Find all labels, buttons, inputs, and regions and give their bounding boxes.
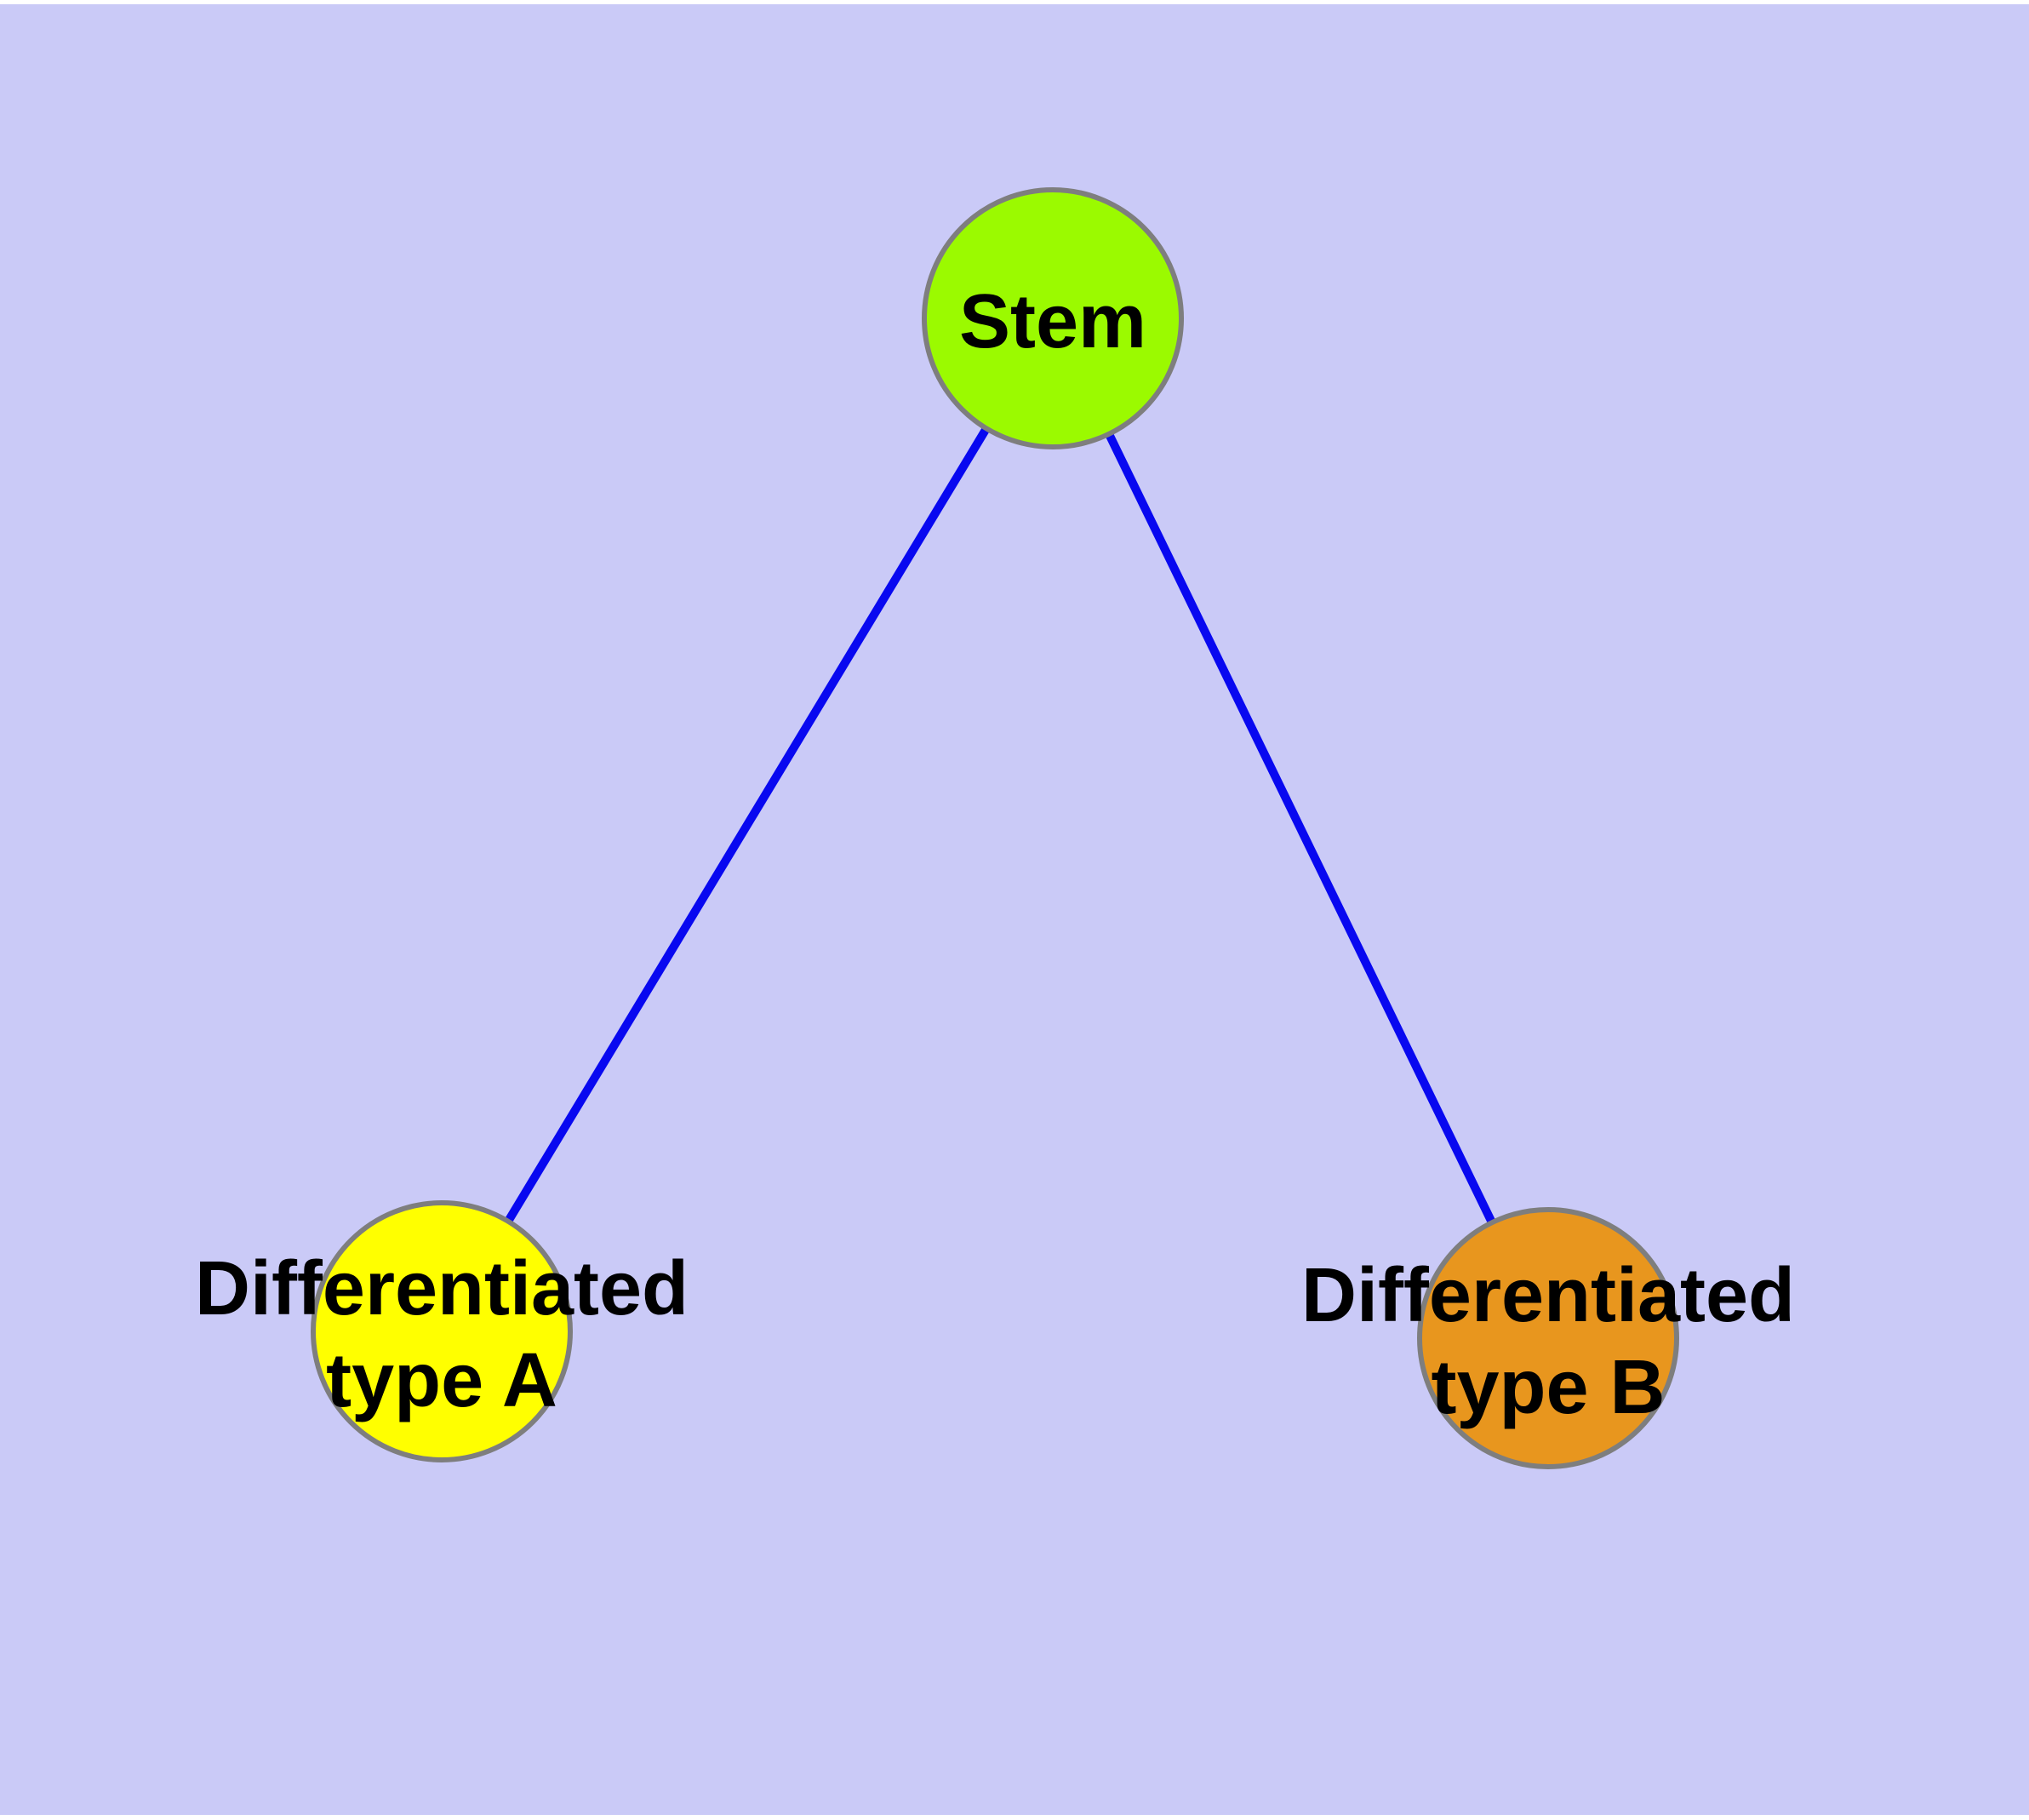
node-layer [311, 187, 1679, 1469]
edge-stem-to-diff-b [1049, 316, 1552, 1341]
edge-stem-to-diff-a [437, 316, 1057, 1334]
node-stem[interactable] [922, 187, 1184, 449]
edge-layer [437, 316, 1552, 1341]
node-diff-a[interactable] [311, 1200, 573, 1462]
node-diff-b[interactable] [1417, 1207, 1679, 1469]
